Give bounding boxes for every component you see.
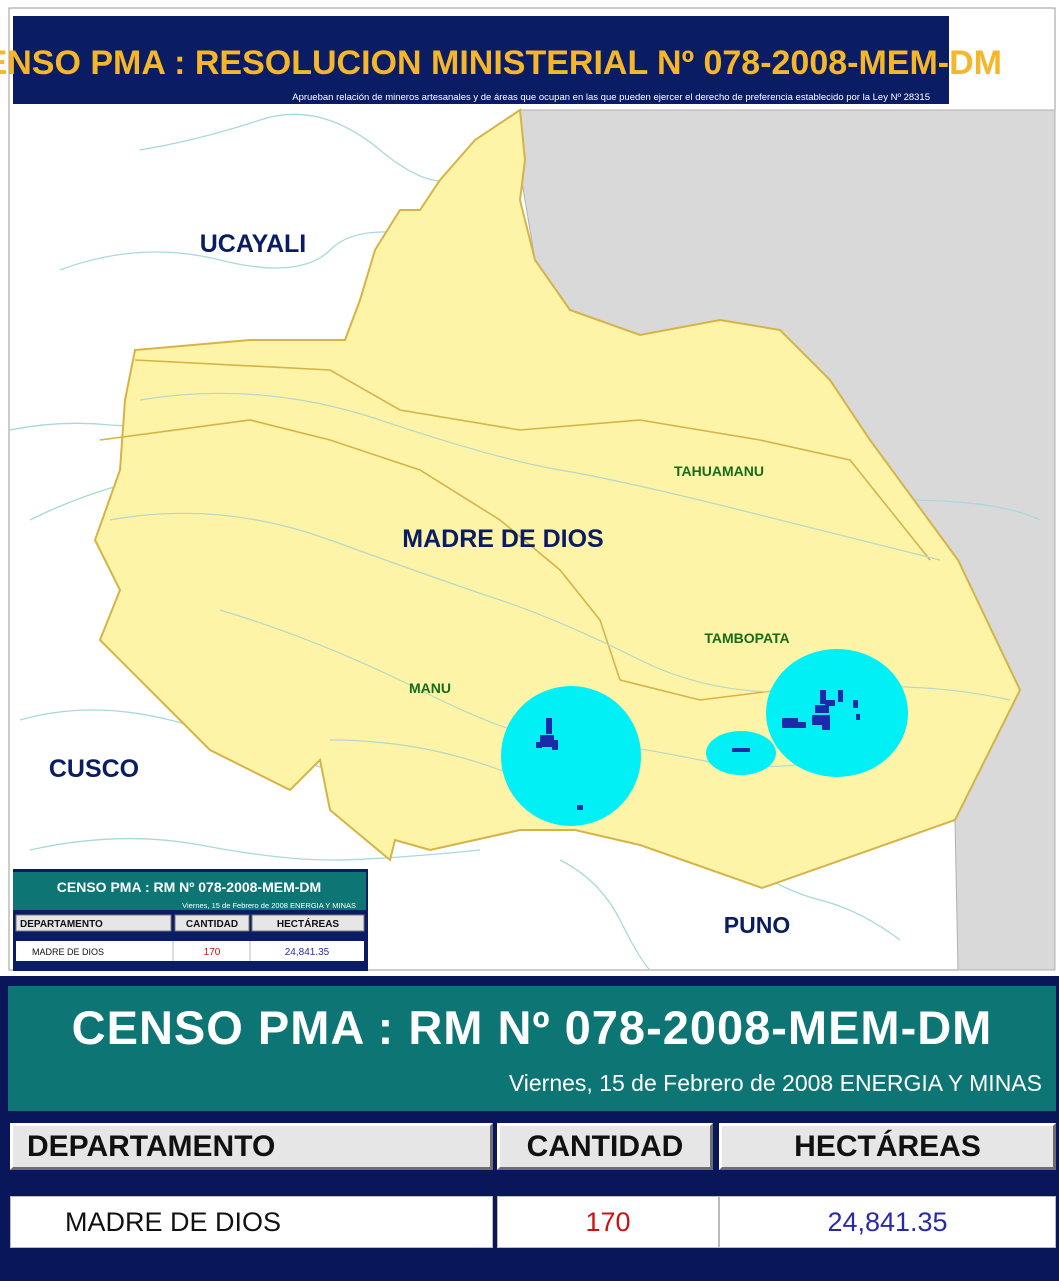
summary-title-band: CENSO PMA : RM Nº 078-2008-MEM-DM Vierne… (8, 986, 1056, 1111)
inset-summary-title: CENSO PMA : RM Nº 078-2008-MEM-DM (57, 879, 321, 895)
column-header-hectareas: HECTÁREAS (719, 1123, 1056, 1170)
inset-summary-date: Viernes, 15 de Febrero de 2008 ENERGIA Y… (182, 901, 356, 910)
region-label-puno: PUNO (724, 912, 790, 938)
mining-areas (536, 690, 860, 810)
row-cantidad: 170 (497, 1196, 719, 1248)
inset-row-hectareas: 24,841.35 (285, 947, 330, 958)
inset-row-departamento: MADRE DE DIOS (32, 947, 104, 957)
region-label-manu: MANU (409, 680, 451, 696)
summary-date: Viernes, 15 de Febrero de 2008 ENERGIA Y… (508, 1070, 1042, 1096)
column-header-departamento: DEPARTAMENTO (10, 1123, 493, 1170)
region-label-tambopata: TAMBOPATA (704, 630, 789, 646)
province-boundaries (99, 359, 931, 701)
mining-zone-highlight (766, 649, 908, 777)
region-label-cusco: CUSCO (49, 755, 139, 783)
inset-column-header: CANTIDAD (186, 919, 238, 930)
column-header-cantidad: CANTIDAD (497, 1123, 713, 1170)
mining-zone-highlight (706, 731, 776, 775)
map-subtitle: Aprueban relación de mineros artesanales… (292, 92, 930, 103)
map-title: CENSO PMA : RESOLUCION MINISTERIAL Nº 07… (0, 44, 1002, 82)
summary-title: CENSO PMA : RM Nº 078-2008-MEM-DM (71, 1001, 993, 1054)
row-departamento: MADRE DE DIOS (10, 1196, 493, 1248)
summary-table: CENSO PMA : RM Nº 078-2008-MEM-DM Vierne… (0, 976, 1059, 1281)
inset-column-header: DEPARTAMENTO (20, 919, 103, 930)
map-canvas: CENSO PMA : RESOLUCION MINISTERIAL Nº 07… (0, 7, 1056, 971)
region-label-tahuamanu: TAHUAMANU (674, 463, 764, 479)
inset-column-header: HECTÁREAS (277, 917, 340, 930)
region-label-madre-de-dios: MADRE DE DIOS (402, 525, 603, 553)
region-label-ucayali: UCAYALI (200, 230, 307, 258)
mining-zone-highlight (501, 686, 641, 826)
inset-summary-table: CENSO PMA : RM Nº 078-2008-MEM-DM Vierne… (13, 869, 368, 971)
header-banner (13, 16, 949, 104)
row-hectareas: 24,841.35 (719, 1196, 1056, 1248)
inset-row-cantidad: 170 (204, 947, 221, 958)
